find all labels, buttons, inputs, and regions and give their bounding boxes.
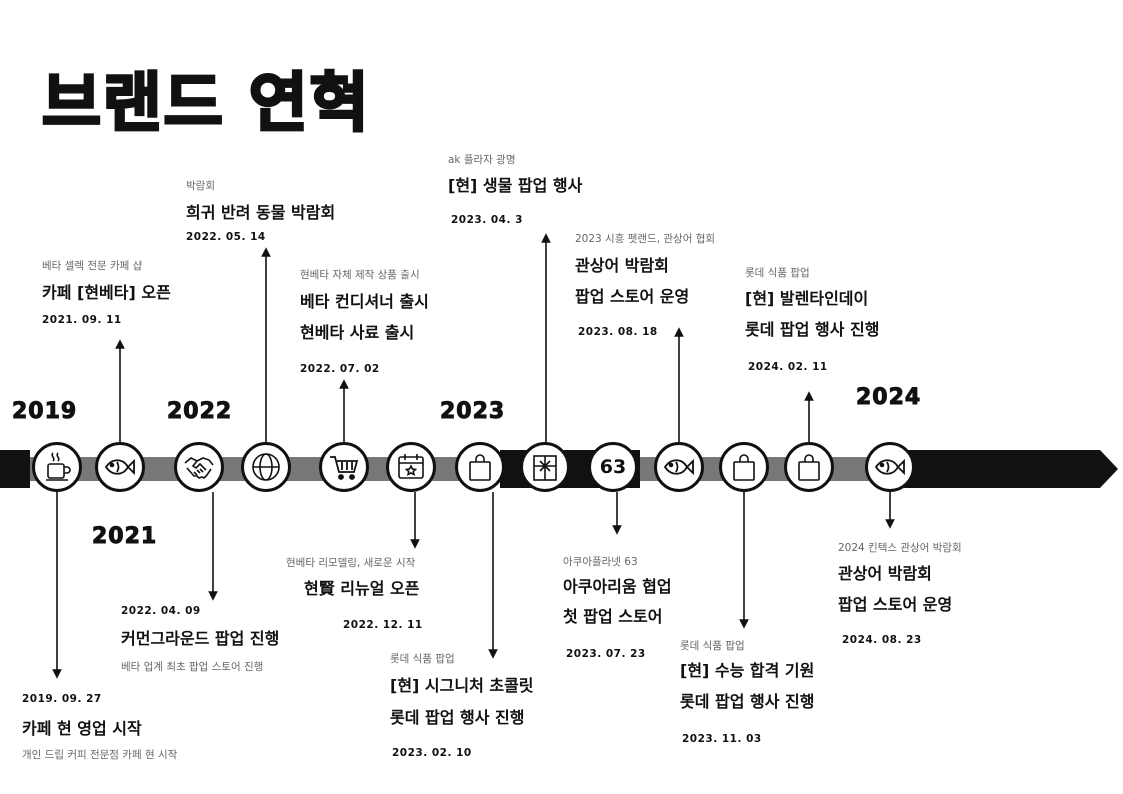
event-1-date: 2019. 09. 27 — [22, 693, 102, 705]
connector-lines — [52, 233, 895, 679]
year-label-2021: 2021 — [91, 524, 158, 550]
event-1-caption: 개인 드립 커피 전문점 카페 현 시작 — [22, 749, 178, 761]
event-12-title-line1: [현] 발렌타인데이 — [745, 289, 869, 308]
shopping-cart-icon — [330, 456, 359, 480]
shopping-bag-icon — [469, 454, 491, 481]
node-number-63: 63 — [599, 456, 627, 478]
node-fish-1 — [95, 442, 145, 492]
event-5-date: 2022. 07. 02 — [300, 363, 380, 375]
node-bag-1 — [455, 442, 505, 492]
fish-icon — [104, 458, 135, 476]
event-7-title-line2: 롯데 팝업 행사 진행 — [390, 708, 525, 727]
event-3-caption: 베타 업계 최초 팝업 스토어 진행 — [121, 661, 264, 673]
event-2-title: 카페 [현베타] 오픈 — [42, 283, 171, 302]
node-globe — [241, 442, 291, 492]
node-fish-2 — [654, 442, 704, 492]
event-8-date: 2023. 04. 3 — [451, 214, 523, 226]
event-11-date: 2023. 11. 03 — [682, 733, 762, 745]
event-4-caption: 박람회 — [186, 180, 215, 192]
event-13-caption: 2024 킨텍스 관상어 박람회 — [838, 542, 962, 554]
node-gift — [520, 442, 570, 492]
node-handshake — [174, 442, 224, 492]
node-bag-3 — [784, 442, 834, 492]
event-5-title-line2: 현베타 사료 출시 — [300, 323, 415, 342]
event-10-title-line2: 팝업 스토어 운영 — [575, 287, 690, 306]
year-label-2022: 2022 — [166, 399, 233, 425]
event-7-caption: 롯데 식품 팝업 — [390, 653, 455, 665]
node-coffee — [32, 442, 82, 492]
event-9-date: 2023. 07. 23 — [566, 648, 646, 660]
page-title: 브랜드 연혁 — [41, 66, 371, 143]
event-5-title-line1: 베타 컨디셔너 출시 — [300, 292, 429, 311]
event-10-caption: 2023 시흥 펫랜드, 관상어 협회 — [575, 233, 716, 245]
event-10-date: 2023. 08. 18 — [578, 326, 658, 338]
shopping-bag-icon — [798, 454, 820, 481]
node-cart — [319, 442, 369, 492]
event-6-date: 2022. 12. 11 — [343, 619, 423, 631]
event-2-date: 2021. 09. 11 — [42, 314, 122, 326]
event-4-title: 희귀 반려 동물 박람회 — [186, 203, 336, 222]
event-5-caption: 현베타 자체 제작 상품 출시 — [300, 269, 420, 281]
gift-box-icon — [533, 455, 557, 481]
event-12-title-line2: 롯데 팝업 행사 진행 — [745, 320, 880, 339]
globe-icon — [252, 453, 280, 481]
event-9-title-line1: 아쿠아리움 협업 — [563, 577, 672, 596]
event-13-date: 2024. 08. 23 — [842, 634, 922, 646]
event-3-date: 2022. 04. 09 — [121, 605, 201, 617]
node-fish-3 — [865, 442, 915, 492]
event-13-title-line2: 팝업 스토어 운영 — [838, 595, 953, 614]
node-63: 63 — [588, 442, 638, 492]
event-7-date: 2023. 02. 10 — [392, 747, 472, 759]
node-calendar — [386, 442, 436, 492]
event-8-title: [현] 생물 팝업 행사 — [448, 176, 583, 195]
event-9-caption: 아쿠아플라넷 63 — [563, 556, 638, 568]
event-12-caption: 롯데 식품 팝업 — [745, 267, 810, 279]
fish-icon — [874, 458, 905, 476]
event-4-date: 2022. 05. 14 — [186, 231, 266, 243]
event-7-title-line1: [현] 시그니처 초콜릿 — [390, 676, 534, 695]
event-11-title-line2: 롯데 팝업 행사 진행 — [680, 692, 815, 711]
handshake-icon — [184, 457, 214, 479]
year-label-2023: 2023 — [439, 399, 506, 425]
year-label-2024: 2024 — [855, 385, 922, 411]
event-11-title-line1: [현] 수능 합격 기원 — [680, 661, 815, 680]
event-13-title-line1: 관상어 박람회 — [838, 564, 932, 583]
fish-icon — [663, 458, 694, 476]
calendar-icon — [398, 454, 424, 479]
event-3-title: 커먼그라운드 팝업 진행 — [121, 629, 280, 648]
event-2-caption: 베타 셀렉 전문 카페 샵 — [42, 260, 143, 272]
event-1-title: 카페 현 영업 시작 — [22, 719, 142, 738]
event-12-date: 2024. 02. 11 — [748, 361, 828, 373]
event-11-caption: 롯데 식품 팝업 — [680, 640, 745, 652]
event-8-caption: ak 플라자 광명 — [448, 154, 516, 166]
event-6-caption: 현베타 리모델링, 새로운 시작 — [286, 557, 416, 569]
event-6-title: 현賢 리뉴얼 오픈 — [304, 579, 420, 598]
event-9-title-line2: 첫 팝업 스토어 — [563, 607, 663, 626]
node-bag-2 — [719, 442, 769, 492]
event-10-title-line1: 관상어 박람회 — [575, 256, 669, 275]
year-label-2019: 2019 — [11, 399, 78, 425]
shopping-bag-icon — [733, 454, 755, 481]
coffee-cup-icon — [46, 452, 71, 481]
